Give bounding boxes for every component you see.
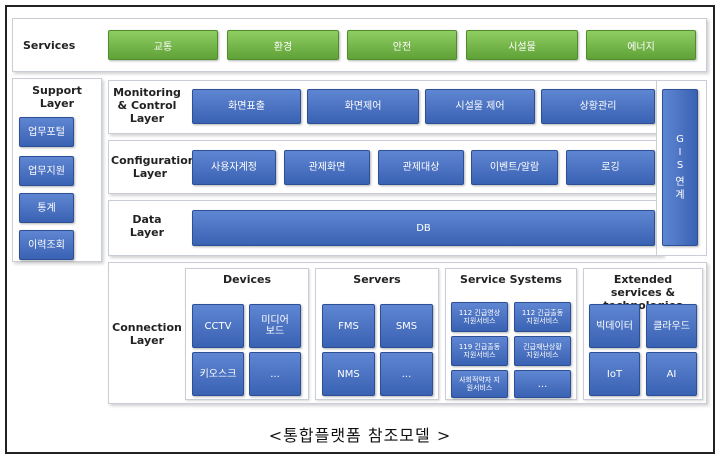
ext-cloud: 클라우드 <box>646 304 697 348</box>
system-112-video: 112 긴급영상 지원서비스 <box>451 302 508 332</box>
support-history: 이력조회 <box>19 230 74 260</box>
support-portal: 업무포털 <box>19 117 74 147</box>
servers-title: Servers <box>353 273 401 286</box>
support-work: 업무지원 <box>19 156 74 186</box>
config-control-target: 관제대상 <box>378 150 464 185</box>
system-112-dispatch: 112 긴급출동 지원서비스 <box>514 302 571 332</box>
monitoring-screen-control: 화면제어 <box>307 89 419 124</box>
configuration-layer-label: Configuration Layer <box>111 154 196 180</box>
gis-char-g: G <box>676 134 684 145</box>
device-media-board: 미디어 보드 <box>249 304 301 348</box>
gis-char-yeon: 연 <box>675 177 685 188</box>
device-more: ... <box>249 352 301 396</box>
monitoring-layer-label: Monitoring & Control Layer <box>113 86 181 125</box>
monitoring-situation: 상황관리 <box>541 89 655 124</box>
server-fms: FMS <box>322 304 375 348</box>
connection-layer-label: Connection Layer <box>112 321 182 347</box>
service-facilities: 시설물 <box>466 30 578 60</box>
monitoring-facility-control: 시설물 제어 <box>425 89 535 124</box>
config-user-account: 사용자계정 <box>192 150 276 185</box>
service-systems-title: Service Systems <box>460 273 562 286</box>
system-disaster: 긴급재난상황 지원서비스 <box>514 336 571 366</box>
ext-bigdata: 빅데이터 <box>589 304 640 348</box>
config-control-screen: 관제화면 <box>284 150 370 185</box>
device-cctv: CCTV <box>192 304 244 348</box>
ext-ai: AI <box>646 352 697 396</box>
service-traffic: 교통 <box>108 30 218 60</box>
config-logging: 로깅 <box>566 150 655 185</box>
data-db: DB <box>192 210 655 246</box>
gis-char-i: I <box>678 147 682 158</box>
ext-iot: IoT <box>589 352 640 396</box>
service-safety: 안전 <box>347 30 457 60</box>
figure-caption: <통합플랫폼 참조모델 > <box>268 426 452 445</box>
service-environment: 환경 <box>227 30 339 60</box>
services-label: Services <box>23 39 76 52</box>
config-event-alarm: 이벤트/알람 <box>471 150 558 185</box>
server-nms: NMS <box>322 352 375 396</box>
service-energy: 에너지 <box>586 30 696 60</box>
monitoring-display: 화면표출 <box>192 89 301 124</box>
support-stats: 통계 <box>19 193 74 223</box>
system-vulnerable: 사회적약자 지원서비스 <box>451 370 508 398</box>
gis-link: G I S 연 계 <box>662 89 698 246</box>
system-more: ... <box>514 370 571 398</box>
system-119-dispatch: 119 긴급출동 지원서비스 <box>451 336 508 366</box>
devices-title: Devices <box>222 273 272 286</box>
support-layer-label: Support Layer <box>32 84 82 110</box>
server-more: ... <box>380 352 433 396</box>
server-sms: SMS <box>380 304 433 348</box>
gis-char-gye: 계 <box>675 190 685 201</box>
device-kiosk: 키오스크 <box>192 352 244 396</box>
gis-char-s: S <box>676 160 684 171</box>
data-layer-label: Data Layer <box>129 213 165 239</box>
